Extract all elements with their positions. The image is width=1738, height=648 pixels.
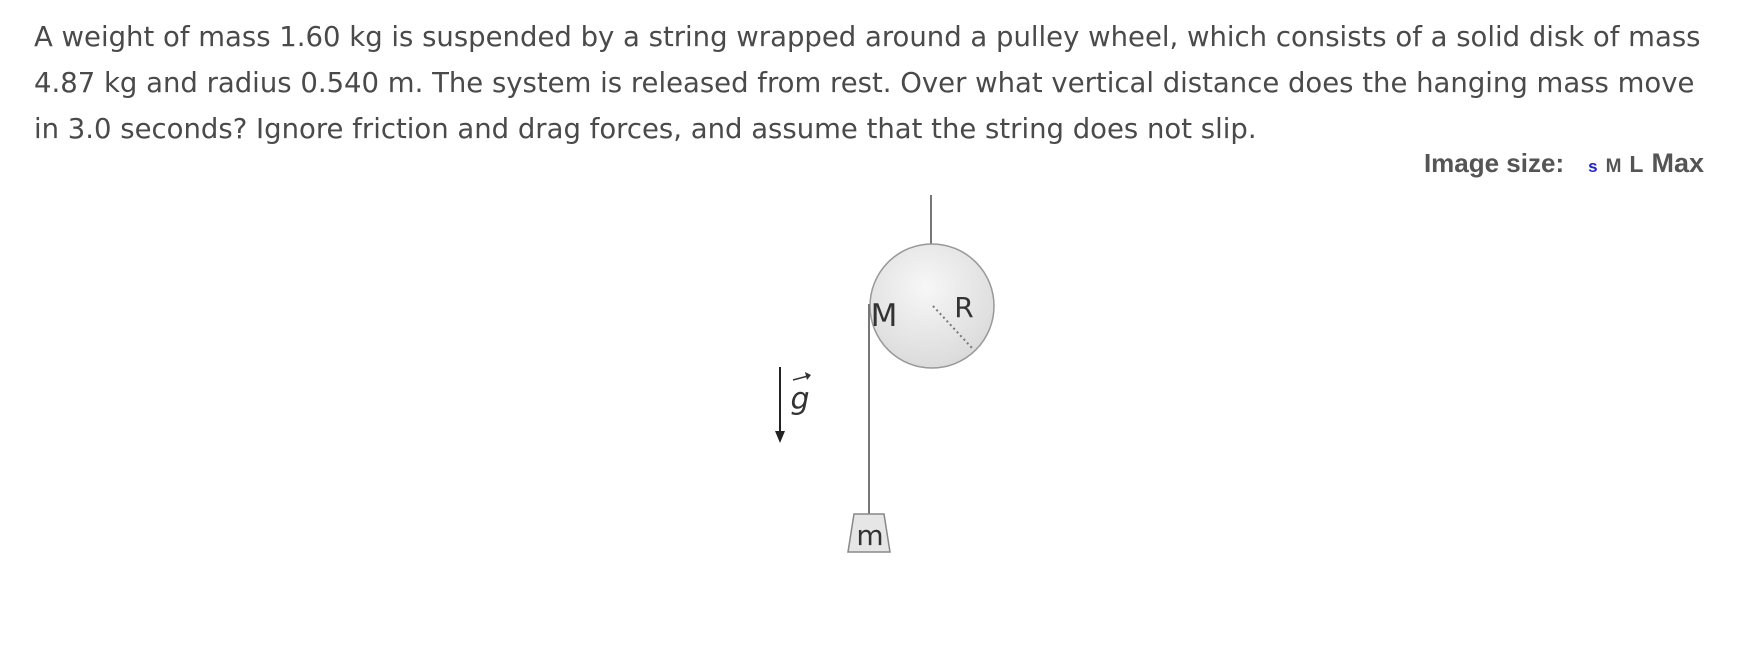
hanging-mass-block bbox=[847, 513, 891, 553]
image-size-medium-link[interactable]: M bbox=[1605, 156, 1622, 177]
gravity-vector-arrowhead bbox=[805, 372, 811, 380]
image-size-large-link[interactable]: L bbox=[1629, 151, 1644, 177]
image-size-label: Image size: bbox=[1423, 148, 1565, 178]
question-text: A weight of mass 1.60 kg is suspended by… bbox=[34, 21, 1701, 145]
gravity-label: g bbox=[790, 382, 809, 417]
pulley-diagram: M R m g bbox=[750, 195, 1070, 575]
image-size-small-link[interactable]: s bbox=[1588, 157, 1598, 176]
pulley-diagram-svg: M R m g bbox=[775, 195, 995, 553]
gravity-vector-bar bbox=[792, 375, 809, 381]
hanging-mass-label: m bbox=[856, 519, 883, 552]
gravity-arrowhead bbox=[775, 431, 785, 443]
disk-mass-label: M bbox=[871, 298, 898, 334]
radius-label: R bbox=[954, 291, 973, 324]
image-size-max-link[interactable]: Max bbox=[1651, 148, 1704, 178]
image-size-selector: Image size: s M L Max bbox=[1424, 148, 1704, 179]
